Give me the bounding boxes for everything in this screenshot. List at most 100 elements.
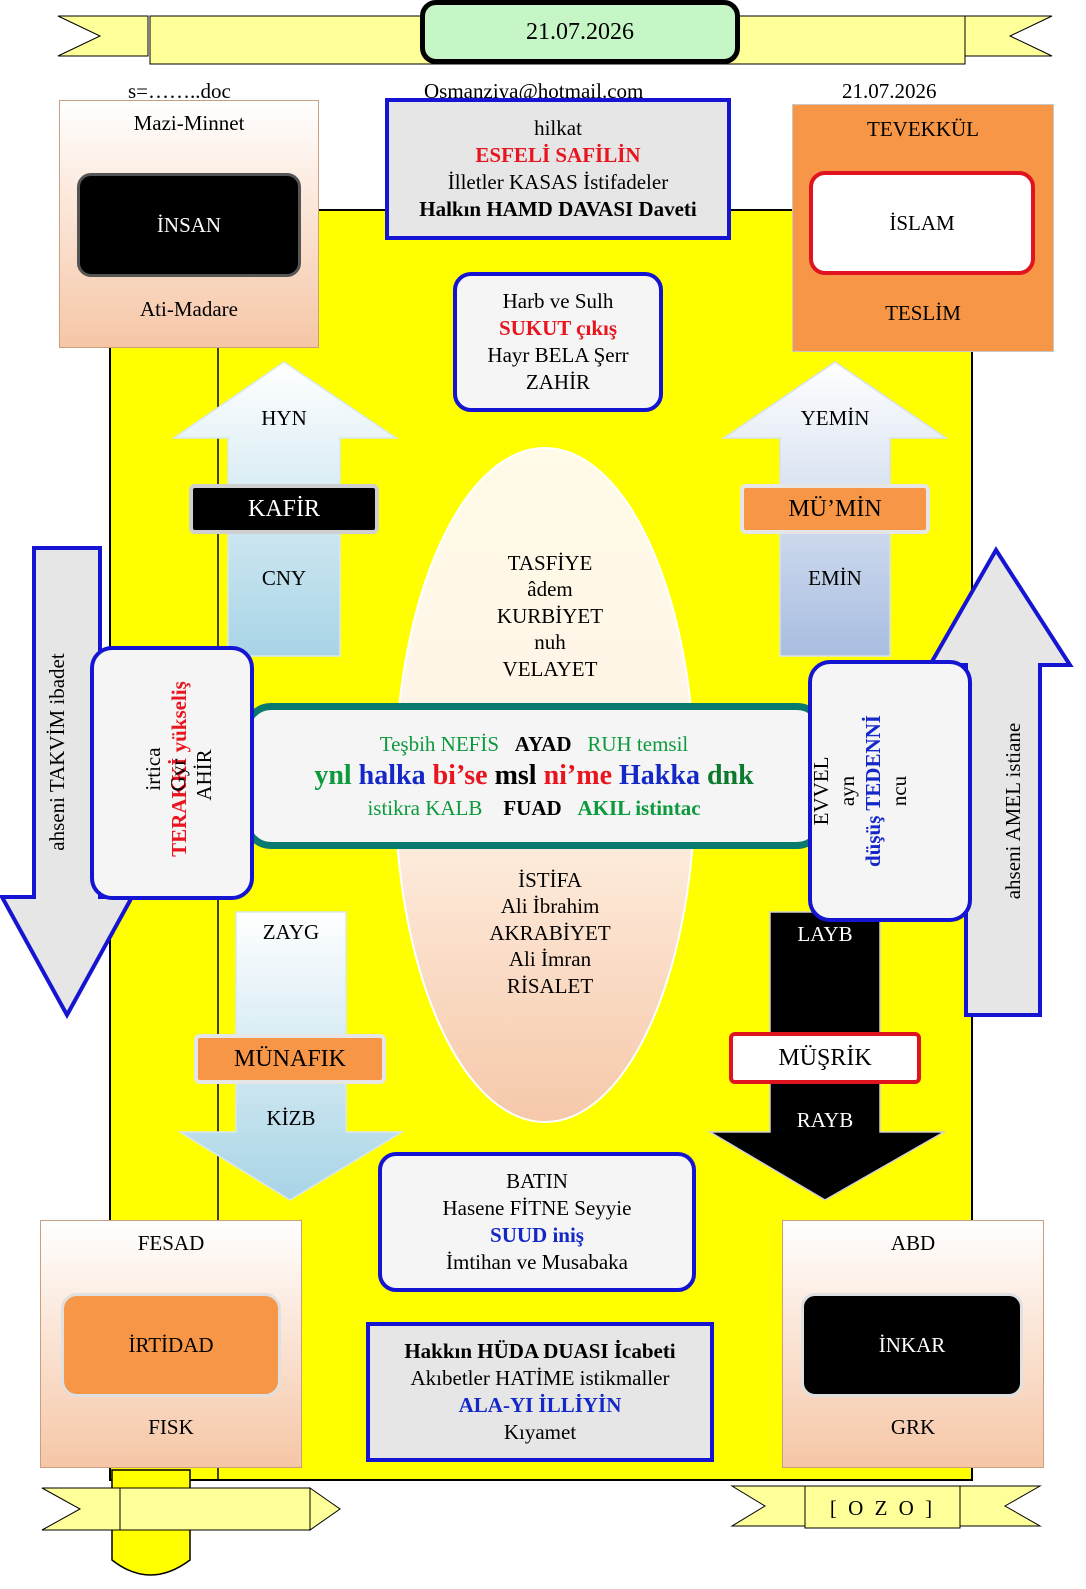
ellipse-upper-2: âdem	[527, 577, 573, 602]
suud-line-4: İmtihan ve Musabaka	[446, 1250, 628, 1274]
corner-insan-top: Mazi-Minnet	[133, 111, 245, 135]
ellipse-upper-5: VELAYET	[502, 656, 598, 681]
sukut-line-3: Hayr BELA Şerr	[487, 343, 629, 367]
mumin-label: MÜ’MİN	[740, 484, 930, 534]
huda-line-4: Kıyamet	[503, 1420, 577, 1444]
date-top: 21.07.2026	[526, 18, 634, 45]
ellipse-lower-3: AKRABİYET	[489, 920, 611, 945]
kafir-bottom: CNY	[261, 566, 307, 590]
tedenni-line-1: EVVEL	[809, 756, 833, 826]
center-r2-f: Hakka	[619, 760, 700, 791]
center-box: Teşbih NEFİS AYAD RUH temsil ynl halka b…	[243, 703, 825, 849]
inkar-box: İNKAR	[801, 1293, 1023, 1397]
huda-box: Hakkın HÜDA DUASI İcabeti Akıbetler HATİ…	[366, 1322, 714, 1462]
islam-label: İSLAM	[889, 210, 955, 235]
mumin-bottom: EMİN	[808, 566, 862, 590]
musrik-top: LAYB	[797, 922, 853, 946]
left-arrow-text: ahseni TAKVİM ibadet	[45, 653, 69, 851]
sukut-box: Harb ve Sulh SUKUT çıkış Hayr BELA Şerr …	[453, 272, 663, 412]
mumin-top: YEMİN	[800, 406, 870, 430]
insan-box: İNSAN	[77, 173, 301, 277]
center-row-1: Teşbih NEFİS AYAD RUH temsil	[380, 729, 689, 759]
ellipse-lower-2: Ali İbrahim	[500, 894, 600, 919]
terakki-line-4: AHİR	[192, 749, 216, 801]
insan-label: İNSAN	[156, 212, 222, 237]
musrik-label: MÜŞRİK	[729, 1032, 921, 1084]
corner-irtidad-top: FESAD	[137, 1231, 205, 1255]
center-r2-d: msl	[494, 760, 537, 791]
bottom-ribbon	[41, 1469, 1042, 1576]
center-row-3: istikra KALB FUAD AKIL istintac	[367, 793, 700, 823]
irtidad-label: İRTİDAD	[128, 1332, 214, 1357]
huda-line-3: ALA-YI İLLİYİN	[458, 1393, 622, 1417]
corner-islam-bottom: TESLİM	[885, 301, 961, 325]
munafik-text: MÜNAFIK	[233, 1045, 346, 1072]
tedenni-line-2: ayn	[835, 775, 859, 807]
date-right: 21.07.2026	[842, 79, 937, 103]
kafir-label: KAFİR	[189, 484, 379, 534]
ellipse-lower-5: RİSALET	[506, 973, 594, 998]
corner-insan-bottom: Ati-Madare	[140, 297, 238, 321]
corner-islam-top: TEVEKKÜL	[867, 117, 979, 141]
tedenni-box: EVVEL ayn düşüş TEDENNİ ncu	[808, 660, 972, 922]
hilkat-line-2: ESFELİ SAFİLİN	[475, 143, 641, 167]
huda-line-2: Akıbetler HATİME istikmaller	[410, 1366, 670, 1390]
signature: [ O Z O ]	[829, 1496, 936, 1520]
musrik-text: MÜŞRİK	[778, 1044, 872, 1071]
center-r2-b: halka	[358, 760, 426, 791]
hilkat-line-3: İlletler KASAS İstifadeler	[447, 170, 669, 194]
musrik-bottom: RAYB	[796, 1108, 854, 1132]
mumin-text: MÜ’MİN	[788, 495, 882, 522]
sukut-line-4: ZAHİR	[525, 370, 591, 394]
tedenni-line-3: düşüş TEDENNİ	[861, 715, 885, 867]
kafir-top: HYN	[261, 406, 307, 430]
terakki-line-1: irtica	[141, 747, 165, 791]
ellipse-upper-text: TASFİYE âdem KURBİYET nuh VELAYET	[440, 548, 660, 684]
center-r2-e: ni’me	[543, 760, 613, 791]
tedenni-text: EVVEL ayn	[808, 656, 862, 926]
corner-islam: TEVEKKÜL İSLAM TESLİM	[792, 104, 1054, 352]
sukut-line-2: SUKUT çıkış	[498, 316, 618, 340]
corner-inkar-bottom: GRK	[890, 1415, 936, 1439]
file-name: s=……..doc	[128, 79, 231, 103]
ellipse-lower-text: İSTİFA Ali İbrahim AKRABİYET Ali İmran R…	[440, 865, 660, 1001]
center-r3-b: FUAD	[503, 796, 562, 820]
terakki-line-3: Gyr	[166, 758, 190, 792]
date-header-box: 21.07.2026	[420, 0, 740, 64]
corner-inkar: ABD İNKAR GRK	[782, 1220, 1044, 1468]
ellipse-upper-3: KURBİYET	[496, 603, 604, 628]
ellipse-upper-4: nuh	[534, 630, 566, 655]
islam-box: İSLAM	[809, 171, 1035, 275]
center-r2-c: bi’se	[432, 760, 488, 791]
kafir-text: KAFİR	[247, 495, 320, 522]
munafik-bottom: KİZB	[266, 1106, 316, 1130]
corner-inkar-top: ABD	[890, 1231, 936, 1255]
irtidad-box: İRTİDAD	[61, 1293, 281, 1397]
ellipse-lower-1: İSTİFA	[518, 867, 582, 892]
suud-line-3: SUUD iniş	[490, 1223, 584, 1247]
hilkat-box: hilkat ESFELİ SAFİLİN İlletler KASAS İst…	[385, 98, 731, 240]
center-r3-a: istikra KALB	[367, 796, 483, 820]
center-r1-a: Teşbih NEFİS	[379, 732, 500, 756]
hilkat-line-4: Halkın HAMD DAVASI Daveti	[419, 197, 697, 221]
terakki-box: irtica TERAKKİ yükseliş Gyr AHİR	[90, 646, 254, 900]
munafik-top: ZAYG	[262, 920, 320, 944]
hilkat-line-1: hilkat	[534, 116, 582, 140]
center-r1-c: RUH temsil	[587, 732, 689, 756]
sukut-line-1: Harb ve Sulh	[502, 289, 614, 313]
suud-line-1: BATIN	[506, 1169, 568, 1193]
huda-line-1: Hakkın HÜDA DUASI İcabeti	[404, 1339, 676, 1363]
center-r2-a: ynl	[314, 760, 352, 791]
ellipse-upper-1: TASFİYE	[507, 550, 593, 575]
right-arrow-text: ahseni AMEL istiane	[1001, 722, 1025, 900]
corner-insan: Mazi-Minnet İNSAN Ati-Madare	[59, 100, 319, 348]
tedenni-line-4: ncu	[887, 775, 911, 807]
corner-irtidad-bottom: FISK	[148, 1415, 194, 1439]
center-r3-c: AKIL istintac	[577, 796, 701, 820]
center-r2-g: dnk	[706, 760, 754, 791]
ellipse-lower-4: Ali İmran	[508, 947, 592, 972]
suud-box: BATIN Hasene FİTNE Seyyie SUUD iniş İmti…	[378, 1152, 696, 1292]
tedenni-text-2: düşüş TEDENNİ ncu	[860, 656, 914, 926]
inkar-label: İNKAR	[878, 1332, 946, 1357]
munafik-label: MÜNAFIK	[194, 1034, 386, 1084]
